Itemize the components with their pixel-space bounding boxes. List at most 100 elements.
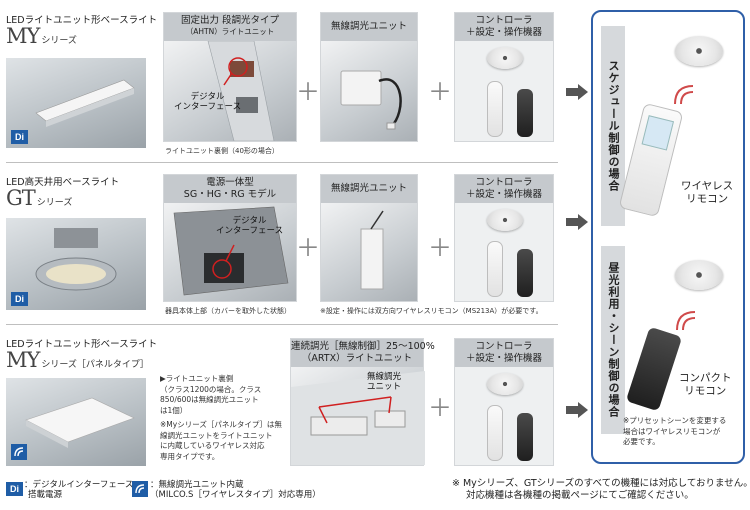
controller-image (455, 367, 553, 465)
light-unit-panel-sg-hg-rg: 電源一体型 SG・HG・RG モデル デジタル インターフェース (163, 174, 297, 302)
fixture-top-image: デジタル インターフェース (164, 203, 296, 301)
series-code: MY (6, 348, 40, 372)
plus-sign: ＋ (428, 394, 452, 422)
product-title-my-panel: LEDライトユニット形ベースライト (6, 339, 158, 350)
legend-wireless-unit: ：無線調光ユニット内蔵 （MILCO.S［ワイヤレスタイプ］対応専用） (150, 480, 321, 501)
panel-title: コントローラ (475, 15, 533, 26)
legend-digital-interface: ：デジタルインターフェース 搭載電源 (24, 480, 134, 501)
plus-sign: ＋ (428, 78, 452, 106)
series-suffix: シリーズ［パネルタイプ］ (41, 360, 149, 370)
light-unit-back-image: 無線調光 ユニット (291, 367, 425, 465)
panel-header: コントローラ ＋設定・操作機器 (455, 175, 553, 203)
wireless-signal-icon (674, 85, 694, 105)
compact-remote-icon (625, 326, 683, 412)
ceiling-sensor-icon (675, 36, 723, 66)
compact-remote-icon (517, 413, 533, 461)
panel-title: コントローラ (475, 341, 533, 352)
panel-title: 電源一体型 (206, 177, 254, 188)
plus-sign: ＋ (296, 78, 320, 106)
series-suffix: シリーズ (36, 198, 73, 208)
controller-image (455, 203, 553, 301)
preset-scene-note: ※プリセットシーンを変更する 場合はワイヤレスリモコンが 必要です。 (623, 416, 727, 446)
controller-panel: コントローラ ＋設定・操作機器 (454, 174, 554, 302)
wireless-signal-icon (676, 311, 696, 331)
panel-subtitle: ＋設定・操作機器 (465, 26, 542, 38)
compact-remote-icon (517, 89, 533, 137)
row-divider (6, 324, 558, 325)
high-bay-luminaire-image (35, 228, 117, 291)
ceiling-sensor-icon (487, 209, 523, 231)
panel-luminaire-image (25, 397, 135, 448)
panel-title: コントローラ (475, 177, 533, 188)
digital-interface-badge: Di (11, 130, 28, 144)
wireless-unit-callout: 無線調光 ユニット (367, 372, 402, 392)
digital-interface-callout: デジタル インターフェース (174, 92, 242, 112)
wireless-dimming-unit-panel: 無線調光ユニット (320, 12, 418, 142)
panel-subtitle: （ARTX）ライトユニット (301, 352, 413, 364)
product-title-my: LEDライトユニット形ベースライト (6, 15, 158, 26)
controller-image (455, 41, 553, 141)
wireless-dimming-unit-panel: 無線調光ユニット (320, 174, 418, 302)
plus-sign: ＋ (428, 234, 452, 262)
product-title-gt: LED高天井用ベースライト (6, 177, 120, 188)
schedule-control-label: スケジュール制御の場合 (601, 26, 625, 226)
panel-header: 連続調光［無線制御］25〜100% （ARTX）ライトユニット (291, 339, 435, 367)
light-unit-panel-ahtn: 固定出力 段調光タイプ （AHTN）ライトユニット デジタル インターフェース (163, 12, 297, 142)
light-unit-back-image: デジタル インターフェース (164, 41, 296, 141)
compact-remote-icon (517, 249, 533, 297)
ceiling-sensor-icon (487, 47, 523, 69)
panel-header: 固定出力 段調光タイプ （AHTN）ライトユニット (164, 13, 296, 41)
wireless-unit-badge-icon (11, 444, 27, 460)
controller-panel: コントローラ ＋設定・操作機器 (454, 338, 554, 466)
panel-subtitle: （AHTN）ライトユニット (185, 26, 275, 36)
panel-subtitle: SG・HG・RG モデル (183, 188, 277, 200)
compact-remote-label: コンパクト リモコン (679, 372, 732, 398)
product-photo-my: Di (6, 58, 146, 148)
compatibility-footnote: ※ Myシリーズ、GTシリーズのすべての機種には対応しておりません。 対応機種は… (452, 478, 750, 502)
remote-requirement-note: ※設定・操作には双方向ワイヤレスリモコン（MS213A）が必要です。 (320, 307, 543, 315)
arrow-right-icon (566, 84, 588, 100)
fixture-caption: 器具本体上部（カバーを取外した状態） (165, 307, 291, 315)
panel-header: コントローラ ＋設定・操作機器 (455, 13, 553, 41)
plus-sign: ＋ (296, 234, 320, 262)
digital-interface-callout: デジタル インターフェース (216, 216, 284, 236)
series-code: GT (6, 186, 36, 210)
wireless-remote-icon (487, 405, 503, 461)
panel-title: 無線調光ユニット (321, 175, 417, 203)
series-suffix: シリーズ (41, 36, 77, 46)
panel-title: 固定出力 段調光タイプ (180, 15, 280, 26)
wireless-remote-icon (618, 102, 684, 218)
product-photo-my-panel (6, 378, 146, 466)
wireless-remote-icon (487, 241, 503, 297)
light-unit-note: ▶ライトユニット裏側 （クラス1200の場合。クラス 850/600は無線調光ユ… (160, 374, 282, 461)
light-unit-panel-artx: 連続調光［無線制御］25〜100% （ARTX）ライトユニット 無線調光 ユニッ… (290, 338, 435, 466)
daylight-scene-control-label: 昼光利用・シーン制御の場合 (601, 246, 625, 434)
control-method-box: スケジュール制御の場合 ワイヤレス リモコン 昼光利用・シーン制御の場合 コンパ… (591, 10, 745, 464)
wireless-dimming-unit-image (321, 41, 417, 141)
ceiling-sensor-icon (487, 373, 523, 395)
wireless-remote-label: ワイヤレス リモコン (681, 180, 734, 206)
series-code: MY (6, 24, 40, 48)
panel-subtitle: ＋設定・操作機器 (465, 188, 542, 200)
arrow-right-icon (566, 214, 588, 230)
panel-header: 電源一体型 SG・HG・RG モデル (164, 175, 296, 203)
wireless-unit-badge-icon (132, 481, 148, 497)
wireless-dimming-unit-image (321, 203, 417, 301)
light-unit-caption: ライトユニット裏側（40形の場合） (165, 147, 279, 155)
linear-luminaire-image (35, 79, 135, 127)
product-photo-gt: Di (6, 218, 146, 310)
panel-header: コントローラ ＋設定・操作機器 (455, 339, 553, 367)
wireless-remote-icon (487, 81, 503, 137)
controller-panel: コントローラ ＋設定・操作機器 (454, 12, 554, 142)
panel-title: 連続調光［無線制御］25〜100% (291, 341, 435, 352)
panel-subtitle: ＋設定・操作機器 (465, 352, 542, 364)
digital-interface-badge: Di (6, 482, 23, 496)
row-divider (6, 162, 558, 163)
panel-title: 無線調光ユニット (321, 13, 417, 41)
ceiling-sensor-icon (675, 260, 723, 290)
arrow-right-icon (566, 402, 588, 418)
digital-interface-badge: Di (11, 292, 28, 306)
